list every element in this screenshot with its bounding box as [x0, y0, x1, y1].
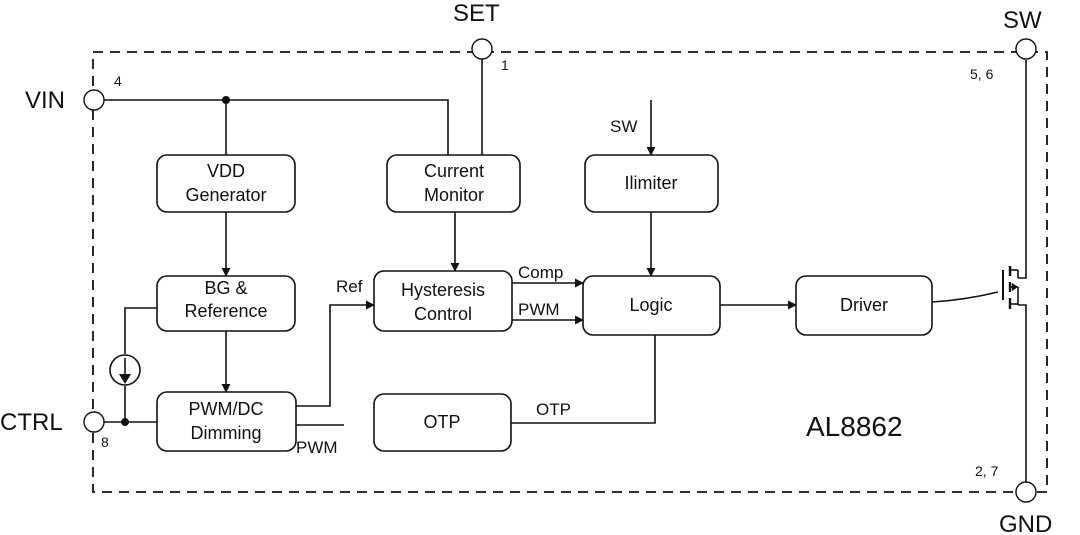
- logic-block: Logic: [582, 275, 721, 336]
- signal-comp: Comp: [518, 263, 563, 282]
- svg-text:8: 8: [101, 434, 109, 450]
- svg-text:Logic: Logic: [629, 295, 672, 315]
- svg-text:Dimming: Dimming: [190, 423, 261, 443]
- svg-text:SET: SET: [453, 0, 500, 27]
- svg-text:Current: Current: [424, 161, 484, 181]
- svg-text:Generator: Generator: [185, 185, 266, 205]
- hysteresis-control-block: Hysteresis Control: [373, 270, 513, 332]
- sw-pin: SW 5, 6: [970, 7, 1042, 82]
- svg-text:VIN: VIN: [25, 87, 65, 114]
- svg-text:1: 1: [501, 57, 509, 73]
- current-monitor-block: Current Monitor: [386, 154, 521, 213]
- svg-text:CTRL: CTRL: [0, 409, 63, 436]
- svg-text:Hysteresis: Hysteresis: [401, 280, 485, 300]
- svg-text:Monitor: Monitor: [424, 185, 484, 205]
- vdd-generator-block: VDD Generator: [156, 154, 296, 213]
- signal-otp: OTP: [536, 400, 571, 419]
- gnd-pin: GND 2, 7: [975, 463, 1052, 535]
- svg-text:OTP: OTP: [423, 412, 460, 432]
- driver-block: Driver: [795, 275, 933, 336]
- wires: [104, 59, 1027, 482]
- svg-text:Ilimiter: Ilimiter: [625, 173, 678, 193]
- set-pin: SET 1: [453, 0, 509, 73]
- svg-text:BG &: BG &: [204, 278, 247, 298]
- signal-pwm-logic: PWM: [518, 300, 560, 319]
- signal-pwm-output: PWM: [296, 438, 338, 457]
- svg-text:Reference: Reference: [184, 301, 267, 321]
- svg-text:SW: SW: [1003, 7, 1042, 34]
- chip-name: AL8862: [806, 411, 903, 442]
- svg-text:Control: Control: [414, 304, 472, 324]
- mosfet-symbol: [1002, 266, 1019, 309]
- svg-text:5, 6: 5, 6: [970, 66, 994, 82]
- signal-sw-input: SW: [610, 117, 637, 136]
- ilimiter-block: Ilimiter: [584, 154, 719, 213]
- svg-text:2, 7: 2, 7: [975, 463, 999, 479]
- pwm-dc-dimming-block: PWM/DC Dimming: [156, 391, 297, 452]
- svg-text:VDD: VDD: [207, 161, 245, 181]
- chip-boundary: [92, 51, 1048, 493]
- svg-text:Driver: Driver: [840, 295, 888, 315]
- bg-reference-block: BG & Reference: [156, 275, 296, 332]
- vin-pin: VIN 4: [25, 73, 122, 114]
- svg-text:PWM/DC: PWM/DC: [189, 399, 264, 419]
- signal-ref: Ref: [336, 277, 363, 296]
- svg-text:GND: GND: [999, 511, 1052, 535]
- ctrl-pin: CTRL 8: [0, 409, 109, 450]
- svg-text:4: 4: [114, 73, 122, 89]
- otp-block: OTP: [373, 393, 512, 452]
